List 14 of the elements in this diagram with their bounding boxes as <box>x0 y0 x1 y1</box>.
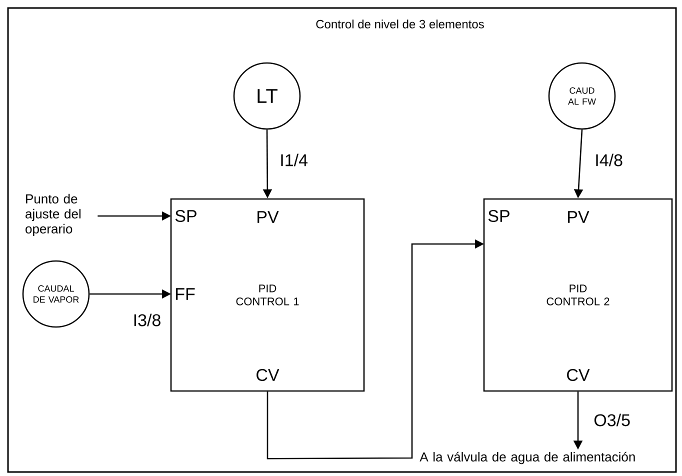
port-label: CV <box>256 368 280 382</box>
annotation-text: Punto de ajuste del operario <box>26 194 80 236</box>
annotation-text: A la válvula de agua de alimentación <box>420 452 635 464</box>
diagram-title: Control de nivel de 3 elementos <box>316 20 484 28</box>
port-label: PV <box>568 211 590 223</box>
edge-label: I4/8 <box>596 154 622 166</box>
port-label: FF <box>176 288 195 300</box>
port-label: SP <box>488 210 510 222</box>
edge-label: I3/8 <box>134 314 160 326</box>
port-label: PV <box>258 211 279 223</box>
port-label: CV <box>567 368 590 382</box>
edge-label: O3/5 <box>594 414 630 426</box>
port-label: SP <box>175 210 196 222</box>
edge-label: I1/4 <box>281 154 308 166</box>
